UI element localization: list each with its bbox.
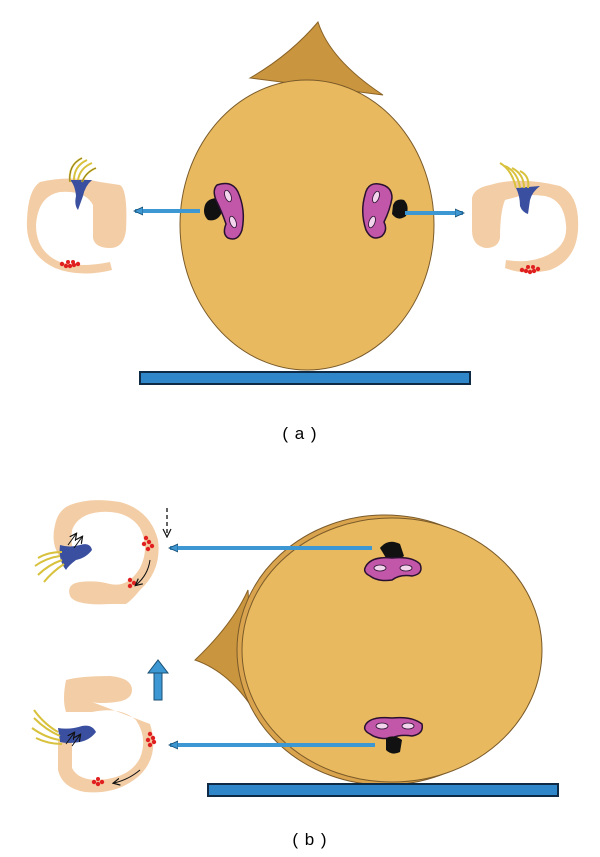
- head-oval: [241, 517, 543, 783]
- right-ear-icon: [362, 183, 408, 239]
- otoconia-cluster: [59, 260, 81, 269]
- panel-b: [31, 500, 559, 797]
- panel-a: [26, 20, 579, 385]
- flow-arrow: [73, 537, 82, 549]
- nose-shape: [194, 589, 256, 713]
- table-bar: [139, 371, 471, 385]
- flow-arrow: [67, 534, 76, 546]
- flow-arrow: [71, 735, 80, 747]
- flow-arrow: [114, 769, 141, 783]
- otoconia-cluster: [91, 731, 157, 787]
- panel-b-label: ( b ): [292, 830, 328, 849]
- nose-shape: [248, 20, 384, 96]
- otoconia-cluster: [519, 265, 541, 275]
- lower-ear-icon: [363, 716, 424, 754]
- flow-arrow: [65, 733, 74, 745]
- up-arrow-icon: [146, 659, 170, 701]
- upper-semicircular-canal: [34, 500, 159, 605]
- otoconia-cluster: [127, 535, 155, 589]
- head-oval: [179, 79, 435, 371]
- left-semicircular-canal: [26, 157, 127, 274]
- left-ear-icon: [204, 182, 245, 240]
- panel-a-label: ( a ): [282, 424, 318, 443]
- right-semicircular-canal: [472, 162, 579, 275]
- lower-semicircular-canal: [31, 676, 157, 793]
- flow-arrow: [136, 559, 151, 585]
- table-bar: [207, 783, 559, 797]
- upper-ear-icon: [363, 541, 422, 582]
